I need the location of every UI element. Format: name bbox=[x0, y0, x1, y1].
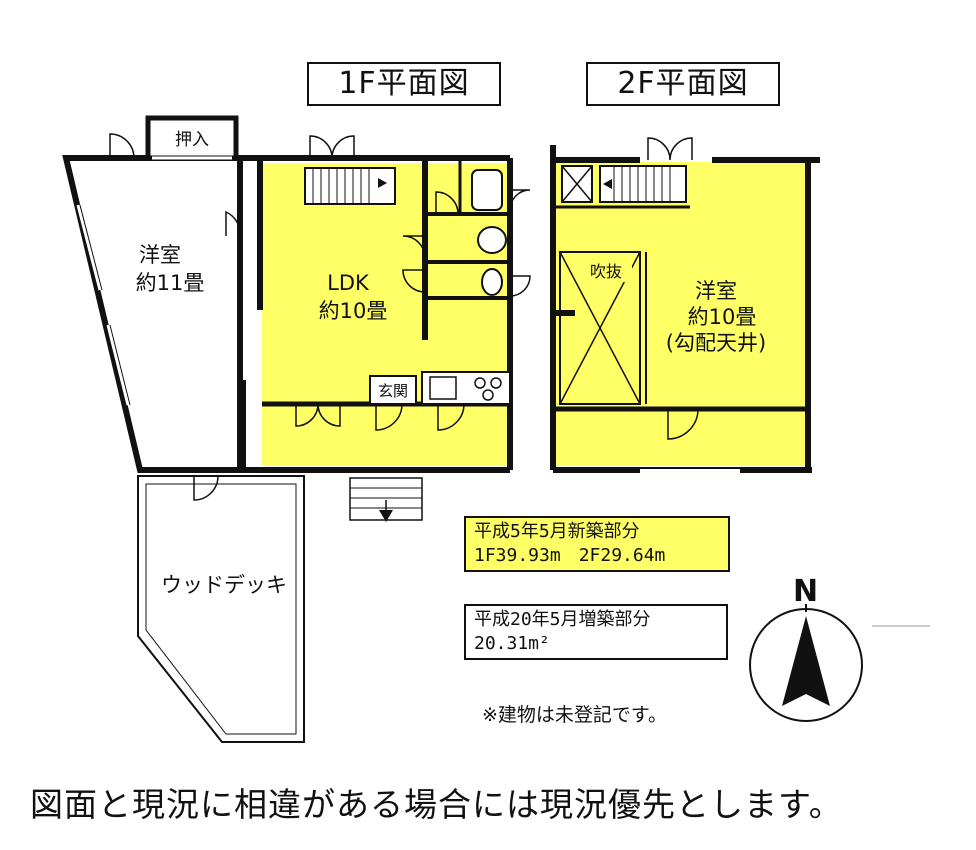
fukinuke-label: 吹抜 bbox=[590, 262, 622, 281]
floor2-top-door[interactable] bbox=[647, 137, 693, 161]
deck-door[interactable] bbox=[193, 475, 219, 501]
floor2-room-name: 洋室 bbox=[695, 279, 737, 303]
toilet-door[interactable] bbox=[402, 269, 426, 293]
ldk-name: LDK bbox=[327, 271, 370, 295]
stove-burner-3 bbox=[482, 389, 494, 401]
lower-door-1[interactable] bbox=[295, 403, 341, 427]
unregistered-note: ※建物は未登記です。 bbox=[482, 704, 668, 726]
bath-door[interactable] bbox=[435, 191, 459, 215]
slanted-window-1 bbox=[76, 204, 102, 291]
wash-door[interactable] bbox=[402, 235, 426, 259]
north-letter: N bbox=[793, 574, 819, 609]
extension-line1: 平成20年5月増築部分 bbox=[474, 609, 651, 630]
lower-door-2[interactable] bbox=[375, 403, 403, 431]
floor2-plan: 吹抜 bbox=[550, 137, 820, 473]
floor2-lower-door[interactable] bbox=[667, 408, 699, 440]
sink-icon bbox=[429, 376, 457, 400]
ldk-top-door[interactable] bbox=[309, 135, 355, 159]
western-room-name: 洋室 bbox=[139, 243, 181, 267]
slanted-window-1b bbox=[79, 204, 103, 291]
slanted-window-2b bbox=[109, 324, 131, 406]
floor1-staircase bbox=[304, 167, 396, 205]
new-build-line2: 1F39.93m 2F29.64m bbox=[474, 545, 666, 566]
wood-deck-label: ウッドデッキ bbox=[161, 573, 287, 597]
extension-note: 平成20年5月増築部分 20.31m² bbox=[464, 604, 728, 660]
floor2-staircase bbox=[561, 165, 687, 203]
floor1-plan: 押入 bbox=[62, 115, 531, 743]
extension-line2: 20.31m² bbox=[474, 633, 550, 654]
entrance-steps bbox=[349, 477, 423, 522]
oshiire-label: 押入 bbox=[175, 130, 209, 150]
genkan-box bbox=[369, 375, 417, 405]
floor2-lower-floor bbox=[556, 410, 806, 466]
north-arrow-icon bbox=[782, 616, 830, 706]
wood-deck-outline bbox=[137, 475, 305, 743]
floor2-room-note: (勾配天井) bbox=[666, 331, 766, 355]
side-door[interactable] bbox=[509, 189, 531, 211]
disclaimer-text: 図面と現況に相違がある場合には現況優先とします。 bbox=[30, 785, 843, 824]
stove-burner-1 bbox=[474, 377, 486, 389]
stove-burner-2 bbox=[490, 377, 502, 389]
western-room-size: 約11畳 bbox=[136, 271, 205, 295]
floor2-room-size: 約10畳 bbox=[688, 305, 757, 329]
ldk-size: 約10畳 bbox=[319, 299, 388, 323]
toilet-icon bbox=[481, 268, 503, 296]
floor2-title: 2F平面図 bbox=[586, 62, 780, 106]
kitchen-floor bbox=[422, 305, 510, 381]
genkan-label: 玄関 bbox=[378, 382, 408, 400]
western-room-outline bbox=[62, 155, 243, 473]
western-room-top-door[interactable] bbox=[109, 133, 135, 159]
new-build-note: 平成5年5月新築部分 1F39.93m 2F29.64m bbox=[464, 516, 730, 572]
oshiire-box bbox=[145, 115, 239, 161]
bathtub-icon bbox=[471, 169, 503, 211]
north-compass bbox=[749, 604, 863, 722]
side-door-2[interactable] bbox=[509, 275, 531, 297]
western-room-side-door[interactable] bbox=[225, 210, 241, 237]
washbasin-icon bbox=[477, 226, 507, 254]
new-build-line1: 平成5年5月新築部分 bbox=[474, 521, 640, 542]
lower-door-3[interactable] bbox=[437, 403, 465, 431]
slanted-window-2 bbox=[106, 324, 130, 406]
floor1-title: 1F平面図 bbox=[307, 62, 501, 106]
